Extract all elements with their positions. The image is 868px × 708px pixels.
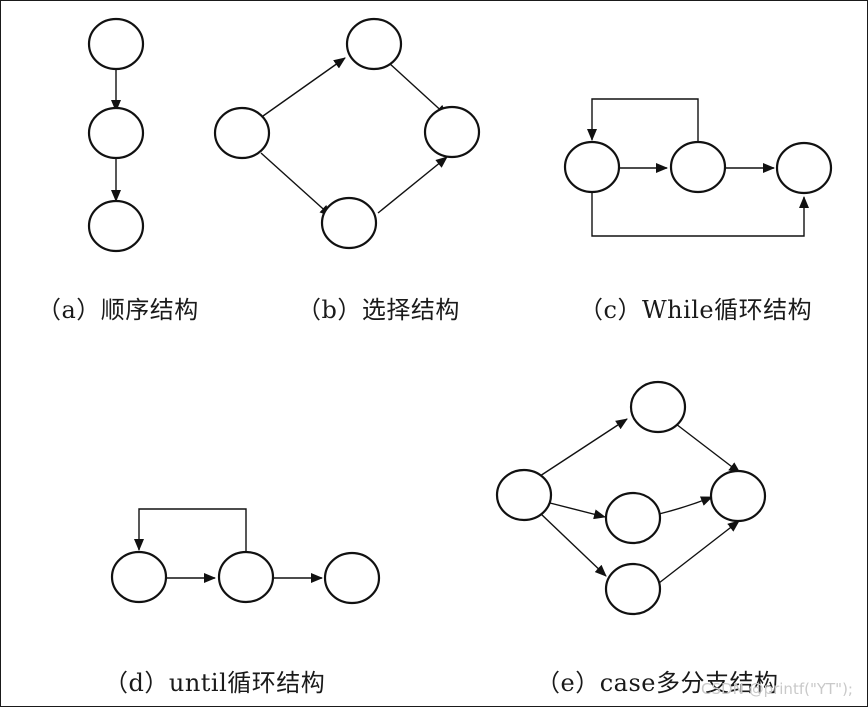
edge-b-bottom-end [377,156,448,214]
diagram-while-loop [563,98,833,237]
edge-e-top-end [675,423,741,474]
caption-selection: （b）选择结构 [297,296,460,324]
edge-c-bypass [591,192,809,237]
node-a-2 [87,106,145,160]
node-c-1 [563,140,621,194]
diagram-sequence [87,17,145,253]
edge-e-bot-end [658,520,740,584]
edge-e-start-bot [540,513,607,577]
node-a-3 [87,199,145,253]
diagram-selection [213,17,481,250]
edge-b-start-top [262,57,346,117]
node-c-3 [775,141,833,195]
edge-d-loop-back [134,508,247,552]
node-b-end [423,105,481,159]
node-a-1 [87,17,145,71]
caption-while-loop: （c）While循环结构 [579,296,813,324]
node-b-top [345,17,403,71]
edge-c-loop-back [587,98,699,142]
node-e-mid [604,491,662,545]
node-e-start [495,468,553,522]
edge-b-start-bottom [260,152,332,217]
caption-case-branch: （e）case多分支结构 [536,669,779,697]
edge-b-top-end [388,62,448,117]
node-d-3 [323,551,381,605]
node-e-end [709,469,767,523]
node-b-bottom [320,196,378,250]
node-d-2 [217,550,275,604]
diagram-until-loop [110,508,381,605]
caption-until-loop: （d）until循环结构 [104,669,326,697]
node-e-bot [604,562,662,616]
caption-sequence: （a）顺序结构 [37,296,199,324]
node-c-2 [669,140,727,194]
diagram-case-branch [495,380,767,616]
watermark-text: CSDN @printf("YT"); [701,680,853,698]
edge-e-start-mid [549,502,606,520]
node-b-start [213,106,271,160]
edge-e-mid-end [658,496,713,515]
node-e-top [629,380,687,434]
edge-e-start-top [539,418,628,477]
node-d-1 [110,550,168,604]
